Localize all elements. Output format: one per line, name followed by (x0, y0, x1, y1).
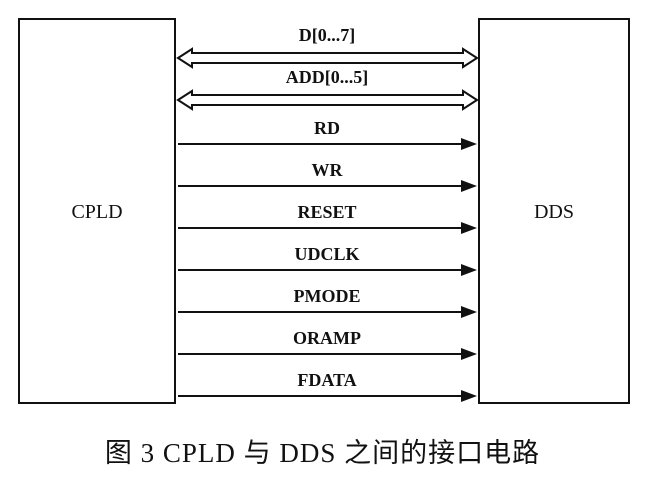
signal-0 (176, 47, 479, 69)
signal-4 (178, 222, 477, 234)
signal-2 (178, 138, 477, 150)
signal-3 (178, 180, 477, 192)
arrowhead-6 (461, 306, 477, 318)
dds-label: DDS (533, 201, 574, 223)
dds-block: DDS (478, 18, 630, 404)
arrowhead-8 (461, 390, 477, 402)
arrowhead-5 (461, 264, 477, 276)
bus-arrow-0 (176, 47, 479, 69)
signal-label-8: FDATA (297, 370, 357, 390)
signal-8 (178, 390, 477, 402)
signal-5 (178, 264, 477, 276)
arrowhead-3 (461, 180, 477, 192)
arrowhead-2 (461, 138, 477, 150)
signal-label-4: RESET (297, 202, 357, 222)
cpld-label: CPLD (71, 201, 123, 223)
cpld-block: CPLD (18, 18, 176, 404)
signal-label-0: D[0...7] (298, 25, 356, 45)
signal-label-7: ORAMP (293, 328, 361, 348)
signal-6 (178, 306, 477, 318)
signal-label-2: RD (314, 118, 340, 138)
arrowhead-7 (461, 348, 477, 360)
figure-caption: 图 3 CPLD 与 DDS 之间的接口电路 (104, 438, 541, 468)
bus-arrow-1 (176, 89, 479, 111)
signal-1 (176, 89, 479, 111)
signal-label-1: ADD[0...5] (285, 67, 369, 87)
arrowhead-4 (461, 222, 477, 234)
signal-label-3: WR (311, 160, 343, 180)
signal-label-5: UDCLK (294, 244, 360, 264)
signal-7 (178, 348, 477, 360)
signal-label-6: PMODE (293, 286, 361, 306)
